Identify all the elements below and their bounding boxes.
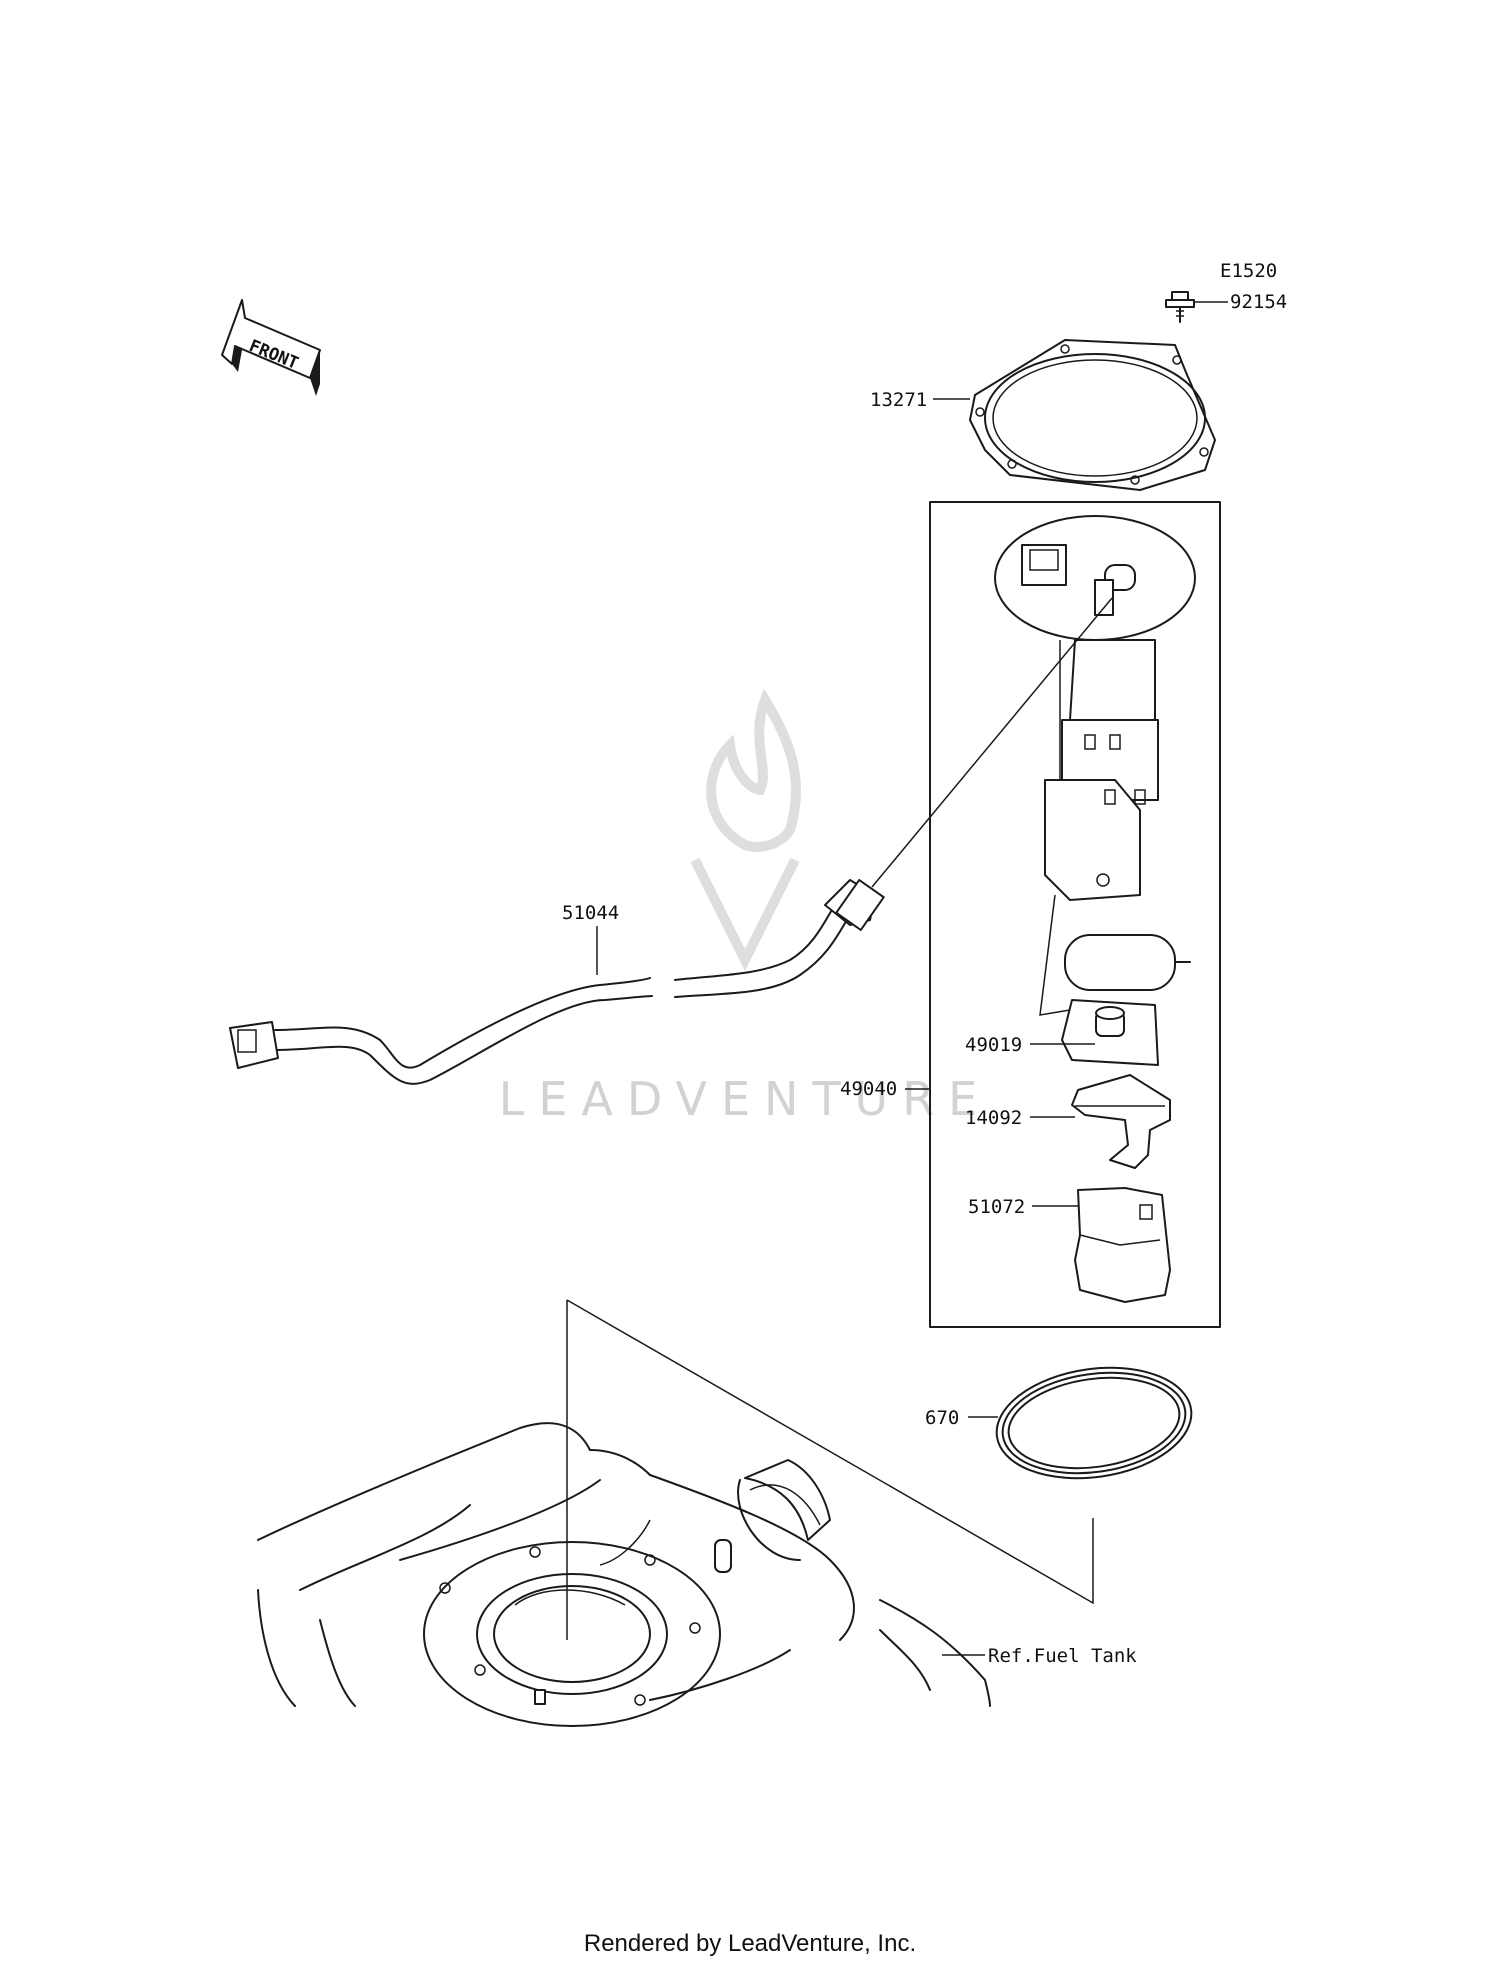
watermark-logo <box>690 688 801 972</box>
callout-670-gasket: 670 <box>925 1407 959 1429</box>
footer-credit: Rendered by LeadVenture, Inc. <box>584 1930 916 1957</box>
callout-e1520: E1520 <box>1220 260 1277 282</box>
case-icon <box>1074 1187 1171 1303</box>
callout-14092-cover: 14092 <box>965 1107 1022 1129</box>
fuel-tank-icon <box>257 1422 991 1727</box>
pump-head-icon <box>994 515 1196 641</box>
callout-ref-fuel-tank: Ref.Fuel Tank <box>988 1645 1137 1667</box>
callout-51044-hose: 51044 <box>562 902 619 924</box>
float-icon <box>1064 934 1191 991</box>
front-arrow-icon: FRONT <box>221 299 321 396</box>
flange-plate-icon <box>969 339 1216 491</box>
gasket-ring-icon <box>995 1366 1193 1480</box>
leader-lines <box>566 301 1228 1656</box>
callout-49040-pump-assembly: 49040 <box>840 1078 897 1100</box>
filter-icon <box>1061 999 1159 1066</box>
callout-92154-bolt: 92154 <box>1230 291 1287 313</box>
pump-body-icon <box>1039 639 1159 1016</box>
callout-labels: E1520 92154 13271 51044 49019 49040 1409… <box>562 260 1287 1667</box>
watermark-text: LEADVENTURE <box>499 1072 992 1126</box>
cover-icon <box>1071 1074 1171 1169</box>
callout-51072-case: 51072 <box>968 1196 1025 1218</box>
callout-49019-filter: 49019 <box>965 1034 1022 1056</box>
assembly-frame <box>929 501 1221 1328</box>
callout-13271-plate: 13271 <box>870 389 927 411</box>
watermark: LEADVENTURE <box>499 688 992 1126</box>
hose-icon <box>229 879 885 1085</box>
bolt-icon <box>1165 291 1195 323</box>
